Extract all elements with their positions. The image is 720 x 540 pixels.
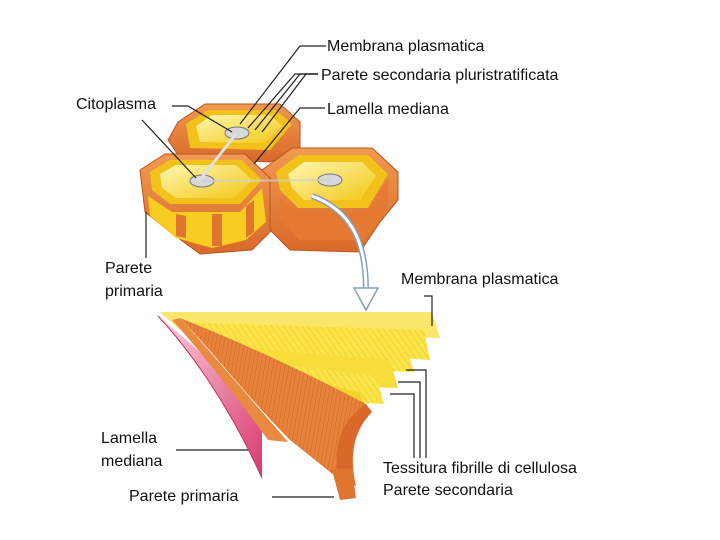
label-citoplasma: Citoplasma bbox=[76, 96, 157, 113]
label-lamella-mediana-top: Lamella mediana bbox=[327, 101, 449, 118]
plasmodesma bbox=[198, 133, 238, 181]
cell-right bbox=[261, 147, 399, 253]
label-parete-primaria-bottom: Parete primaria bbox=[129, 488, 239, 505]
leader-lines bbox=[141, 45, 433, 498]
label-lamella-mediana-bottom-line1: Lamella bbox=[101, 430, 158, 447]
label-membrana-plasmatica-mid: Membrana plasmatica bbox=[401, 271, 559, 288]
zoom-arrow bbox=[310, 193, 380, 312]
label-parete-secondaria: Parete secondaria bbox=[383, 482, 513, 499]
cell-front bbox=[139, 153, 271, 255]
label-parete-primaria-left-line2: primaria bbox=[105, 283, 163, 300]
label-parete-primaria-left-line1: Parete bbox=[105, 260, 153, 277]
label-membrana-plasmatica-top: Membrana plasmatica bbox=[327, 38, 485, 55]
cell-group bbox=[139, 103, 399, 255]
wall-layers bbox=[157, 312, 440, 500]
label-lamella-mediana-bottom-line2: mediana bbox=[101, 453, 163, 470]
label-tessitura-fibrille: Tessitura fibrille di cellulosa bbox=[383, 460, 577, 477]
label-parete-secondaria-pluristratificata: Parete secondaria pluristratificata bbox=[321, 67, 559, 84]
